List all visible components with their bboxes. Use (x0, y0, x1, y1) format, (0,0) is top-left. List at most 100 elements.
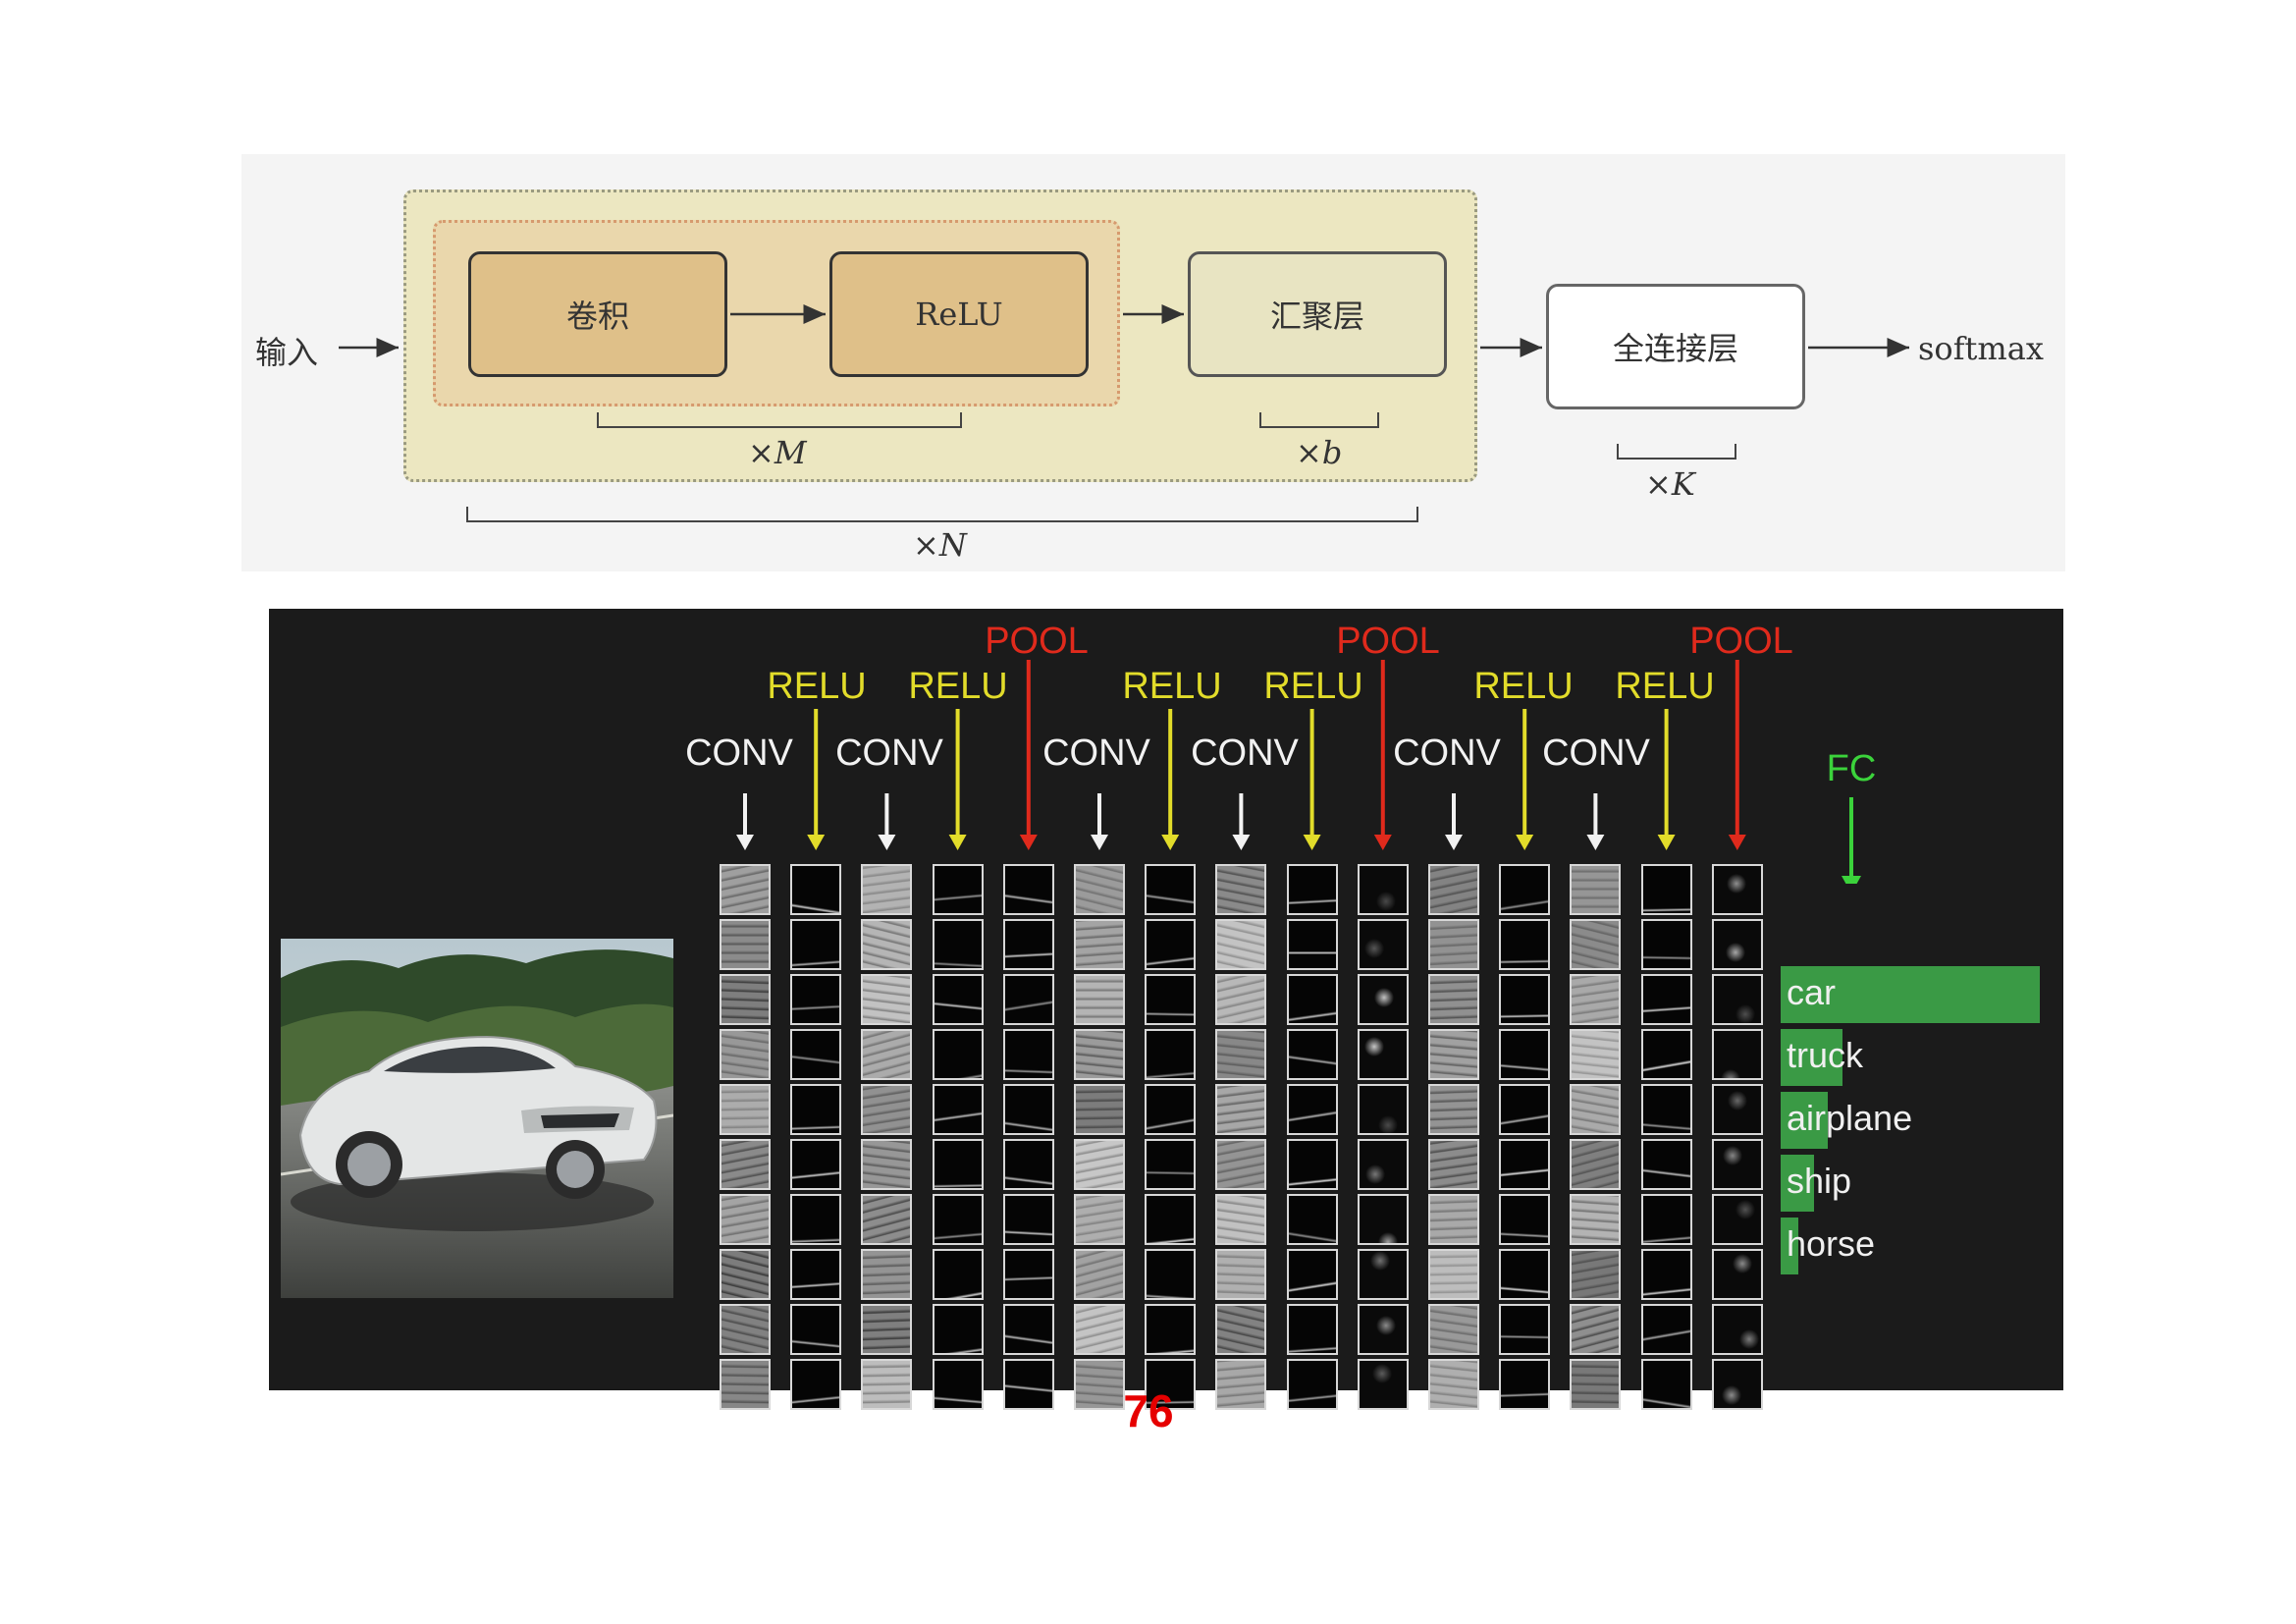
repeat-m-bracket (597, 412, 962, 428)
feature-map-cell (1570, 1194, 1622, 1245)
feature-map-cell (790, 1029, 842, 1080)
feature-map-cell (790, 1194, 842, 1245)
feature-map-cell (1640, 1359, 1692, 1410)
feature-map-cell (1215, 1249, 1267, 1300)
conv-label-5: CONV (1393, 732, 1501, 774)
feature-map-column-pool (1711, 864, 1763, 1414)
input-car-photo (281, 939, 673, 1298)
feature-map-cell (1215, 1359, 1267, 1410)
feature-map-cell (1286, 919, 1338, 970)
fully-connected-block-label: 全连接层 (1612, 330, 1738, 367)
feature-map-cell (1286, 974, 1338, 1025)
conv-label-2: CONV (835, 732, 943, 774)
class-score-bar (1781, 1029, 1843, 1086)
conv-label-1: CONV (685, 732, 793, 774)
feature-map-column-conv (1074, 864, 1125, 1414)
feature-map-cell (1570, 1249, 1622, 1300)
feature-map-cell (1145, 1194, 1197, 1245)
feature-map-cell (1215, 864, 1267, 915)
feature-map-cell (720, 1029, 771, 1080)
feature-map-cell (1428, 1029, 1479, 1080)
feature-map-cell (1145, 1139, 1197, 1190)
pool-label-1: POOL (985, 621, 1089, 662)
relu-arrow-head (1516, 835, 1534, 850)
feature-map-cell (1711, 1084, 1763, 1135)
class-label: car (1787, 972, 1837, 1012)
feature-map-cell (932, 1304, 984, 1355)
class-score-bar (1781, 966, 2040, 1023)
feature-map-cell (720, 919, 771, 970)
feature-map-cell (1145, 864, 1197, 915)
relu-label-3: RELU (1122, 666, 1222, 707)
feature-map-column-conv (1570, 864, 1622, 1414)
feature-map-cell (1570, 1304, 1622, 1355)
feature-map-cell (1570, 1139, 1622, 1190)
feature-map-cell (720, 974, 771, 1025)
feature-map-cell (1570, 974, 1622, 1025)
feature-map-column-pool (1002, 864, 1054, 1414)
feature-map-cell (1357, 1249, 1409, 1300)
feature-map-cell (1570, 1084, 1622, 1135)
feature-map-cell (1215, 919, 1267, 970)
repeat-k-bracket (1617, 444, 1736, 460)
feature-map-cell (1002, 974, 1054, 1025)
feature-map-cell (1640, 1139, 1692, 1190)
relu-label-6: RELU (1615, 666, 1715, 707)
class-label: truck (1787, 1035, 1864, 1075)
feature-map-cell (1357, 974, 1409, 1025)
feature-map-column-relu (1286, 864, 1338, 1414)
feature-map-cell (1002, 919, 1054, 970)
feature-map-cell (1002, 1139, 1054, 1190)
conv-label-3: CONV (1042, 732, 1150, 774)
relu-label-5: RELU (1473, 666, 1574, 707)
feature-map-cell (790, 919, 842, 970)
feature-map-cell (1428, 919, 1479, 970)
feature-map-cell (932, 1194, 984, 1245)
feature-map-cell (1286, 1304, 1338, 1355)
feature-map-cell (1428, 1084, 1479, 1135)
feature-map-cell (1428, 974, 1479, 1025)
relu-arrow-head (1657, 835, 1676, 850)
feature-map-cell (1002, 1194, 1054, 1245)
feature-map-cell (1499, 1194, 1551, 1245)
pool-arrow-head (1728, 835, 1746, 850)
feature-map-cell (1499, 864, 1551, 915)
feature-map-cell (790, 974, 842, 1025)
feature-map-cell (720, 1304, 771, 1355)
relu-arrow-head (948, 835, 967, 850)
feature-map-cell (1711, 1139, 1763, 1190)
feature-map-cell (1002, 1304, 1054, 1355)
feature-map-cell (720, 864, 771, 915)
feature-map-cell (1074, 1359, 1125, 1410)
class-label: airplane (1787, 1098, 1913, 1138)
feature-map-cell (932, 1249, 984, 1300)
relu-block-label: ReLU (915, 296, 1003, 333)
feature-map-cell (1286, 1139, 1338, 1190)
pool-arrow-head (1019, 835, 1038, 850)
repeat-b-bracket (1259, 412, 1379, 428)
feature-map-cell (861, 919, 913, 970)
pool-arrow-head (1373, 835, 1392, 850)
feature-map-cell (1002, 1084, 1054, 1135)
feature-map-cell (1286, 1359, 1338, 1410)
relu-label-2: RELU (908, 666, 1008, 707)
feature-map-cell (1215, 1304, 1267, 1355)
feature-map-cell (1357, 1194, 1409, 1245)
feature-map-cell (1428, 1194, 1479, 1245)
feature-map-cell (720, 1139, 771, 1190)
feature-map-cell (1145, 1359, 1197, 1410)
feature-map-cell (1640, 864, 1692, 915)
feature-map-cell (1357, 1304, 1409, 1355)
feature-map-cell (1499, 1304, 1551, 1355)
feature-map-cell (790, 1084, 842, 1135)
fc-arrow-head (1842, 876, 1861, 884)
feature-map-column-conv (720, 864, 771, 1414)
relu-block: ReLU (829, 251, 1089, 377)
feature-map-cell (1711, 919, 1763, 970)
repeat-n-label: ×N (913, 526, 967, 564)
feature-map-cell (1711, 974, 1763, 1025)
feature-map-column-pool (1357, 864, 1409, 1414)
feature-map-column-conv (1215, 864, 1267, 1414)
feature-map-cell (1499, 974, 1551, 1025)
feature-map-cell (1357, 1359, 1409, 1410)
